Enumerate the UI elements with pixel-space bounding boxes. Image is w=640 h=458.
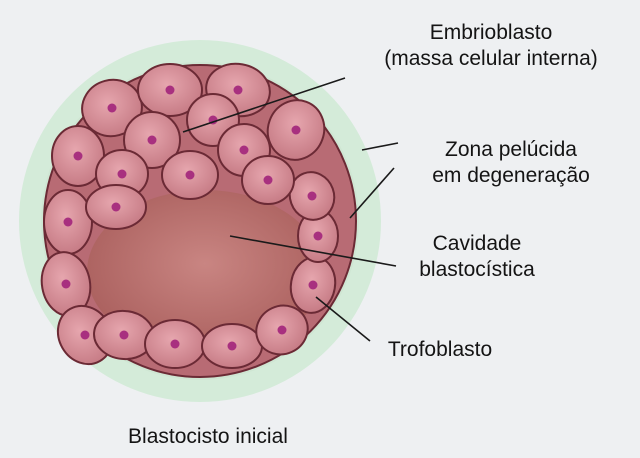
- inner-cell-mass-cell-2-nucleus: [107, 103, 117, 113]
- trophoblast-cell-1: [43, 189, 93, 255]
- label-zona-pelucida-line2: em degeneração: [432, 164, 590, 187]
- trophoblast-cell-3-nucleus: [80, 330, 90, 340]
- leader-line-zona-pelucida-1: [361, 142, 399, 151]
- trophoblast-cell-6-nucleus: [227, 341, 237, 351]
- label-embrioblasto-line2: (massa celular interna): [384, 47, 598, 70]
- inner-cell-mass-cell-2: [81, 78, 143, 138]
- inner-cell-mass-cell-12: [85, 184, 147, 230]
- trophoblast-cell-8-nucleus: [308, 280, 318, 290]
- inner-cell-mass-cell-4-nucleus: [233, 85, 243, 95]
- label-embrioblasto-line1: Embrioblasto: [429, 21, 553, 44]
- leader-line-embrioblasto: [182, 77, 346, 133]
- inner-cell-mass-cell-5-nucleus: [291, 125, 301, 135]
- trophoblast-cell-5-nucleus: [170, 339, 180, 349]
- cells-group: [40, 62, 339, 369]
- label-trofoblasto-line1: Trofoblasto: [387, 338, 493, 361]
- inner-cell-mass-cell-7-nucleus: [147, 135, 157, 145]
- label-embrioblasto: Embrioblasto (massa celular interna): [342, 20, 640, 72]
- inner-cell-mass-cell-11-nucleus: [263, 175, 273, 185]
- trophoblast-cell-6: [201, 323, 263, 369]
- leader-line-zona-pelucida-2: [349, 167, 395, 219]
- inner-cell-mass-cell-3: [137, 63, 203, 117]
- label-zona-pelucida: Zona pelúcida em degeneração: [396, 137, 626, 189]
- trophoblast-cell-10-nucleus: [307, 191, 317, 201]
- figure-caption: Blastocisto inicial: [128, 425, 288, 448]
- trophoblast-cell-2-nucleus: [61, 279, 71, 289]
- inner-cell-mass-cell-8-nucleus: [239, 145, 249, 155]
- inner-cell-mass-cell-1-nucleus: [73, 151, 83, 161]
- label-cavidade: Cavidade blastocística: [392, 231, 562, 283]
- trophoblast-cell-7-nucleus: [277, 325, 287, 335]
- inner-cell-mass-cell-5: [266, 99, 326, 161]
- leader-line-trofoblasto: [315, 296, 371, 342]
- inner-cell-mass-cell-9-nucleus: [117, 169, 127, 179]
- label-cavidade-line1: Cavidade: [432, 232, 522, 255]
- inner-cell-mass-cell-10: [161, 150, 219, 200]
- trophoblast-cell-4-nucleus: [119, 330, 129, 340]
- inner-cell-mass-cell-12-nucleus: [111, 202, 121, 212]
- trophoblast-cell-7: [255, 304, 309, 356]
- trophoblast-cell-10: [288, 171, 336, 221]
- trophoblast-cell-1-nucleus: [63, 217, 73, 227]
- inner-cell-mass-cell-10-nucleus: [185, 170, 195, 180]
- label-cavidade-line2: blastocística: [419, 258, 535, 281]
- leader-line-cavidade: [229, 235, 397, 267]
- inner-cell-mass-cell-3-nucleus: [165, 85, 175, 95]
- leader-lines: [182, 77, 399, 342]
- inner-cell-mass-cell-11: [241, 155, 295, 205]
- trophoblast-cell-9-nucleus: [313, 231, 323, 241]
- label-zona-pelucida-line1: Zona pelúcida: [445, 138, 577, 161]
- label-trofoblasto: Trofoblasto: [360, 337, 520, 363]
- trophoblast-cell-5: [144, 319, 206, 369]
